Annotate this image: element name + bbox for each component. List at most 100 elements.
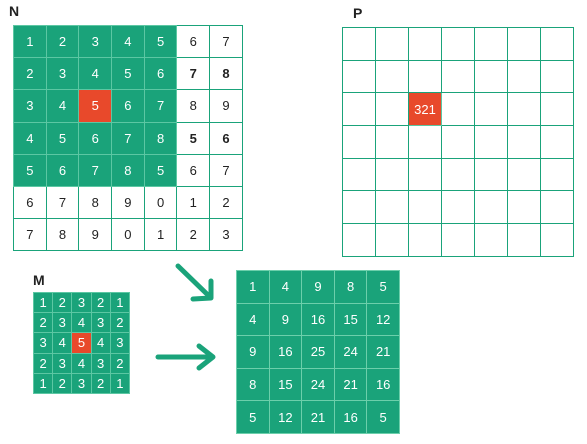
grid-result-cell: 5 xyxy=(236,400,270,434)
grid-result-cell: 21 xyxy=(366,335,400,369)
grid-n-cell: 1 xyxy=(176,185,211,220)
grid-n-cell: 0 xyxy=(143,185,178,220)
grid-p-cell xyxy=(507,27,541,61)
grid-p-cell xyxy=(375,59,409,94)
grid-n-cell: 0 xyxy=(111,218,145,252)
grid-n-cell: 5 xyxy=(111,57,145,91)
grid-n-cell: 6 xyxy=(176,153,211,187)
grid-p-cell xyxy=(540,157,574,192)
grid-n-cell: 4 xyxy=(111,24,145,59)
grid-n-cell: 3 xyxy=(209,218,243,252)
grid-n-cell: 7 xyxy=(143,89,178,123)
grid-m-cell: 1 xyxy=(32,372,54,394)
grid-m-cell: 2 xyxy=(109,352,130,374)
grid-n-cell: 8 xyxy=(45,218,80,252)
label-p: P xyxy=(353,5,363,21)
grid-n-cell: 5 xyxy=(13,153,47,187)
grid-p-cell xyxy=(408,27,442,61)
grid-n-cell: 5 xyxy=(45,121,80,155)
grid-n-cell: 8 xyxy=(209,57,243,91)
grid-n-cell: 5 xyxy=(78,89,113,123)
grid-p-row xyxy=(342,223,574,257)
grid-result-cell: 1 xyxy=(236,270,270,304)
grid-p-cell xyxy=(507,92,541,127)
grid-result-cell: 16 xyxy=(333,400,368,434)
grid-m-cell: 1 xyxy=(109,372,130,394)
grid-p-cell xyxy=(375,125,409,159)
grid-m-cell: 3 xyxy=(90,312,111,334)
grid-n-cell: 1 xyxy=(13,24,47,59)
grid-p-row: 321 xyxy=(342,92,574,127)
grid-result-cell: 5 xyxy=(366,270,400,304)
grid-n-cell: 9 xyxy=(78,218,113,252)
grid-result-cell: 9 xyxy=(268,302,303,337)
grid-n-cell: 4 xyxy=(78,57,113,91)
grid-p-cell xyxy=(507,59,541,94)
label-m: M xyxy=(33,272,45,288)
grid-result-cell: 16 xyxy=(366,367,400,402)
grid-p-cell xyxy=(375,92,409,127)
grid-result-cell: 24 xyxy=(333,335,368,369)
grid-p-cell xyxy=(408,157,442,192)
grid-m-cell: 2 xyxy=(90,372,111,394)
grid-n-cell: 7 xyxy=(78,153,113,187)
grid-m-cell: 3 xyxy=(52,352,73,374)
grid-n-cell: 7 xyxy=(13,218,47,252)
grid-result-cell: 24 xyxy=(301,367,335,402)
grid-m-cell: 2 xyxy=(90,291,111,314)
grid-m-cell: 3 xyxy=(90,352,111,374)
grid-p-cell xyxy=(408,125,442,159)
grid-n-cell: 4 xyxy=(45,89,80,123)
grid-p-cell xyxy=(540,190,574,225)
grid-result-cell: 4 xyxy=(236,302,270,337)
grid-n-cell: 2 xyxy=(176,218,211,252)
grid-p-row xyxy=(342,190,574,225)
grid-p-cell xyxy=(408,59,442,94)
grid-n-cell: 3 xyxy=(78,24,113,59)
grid-m-cell: 2 xyxy=(109,312,130,334)
grid-m-cell: 4 xyxy=(90,332,111,354)
grid-p-highlight-cell: 321 xyxy=(408,92,442,127)
grid-m-cell: 1 xyxy=(32,291,54,314)
grid-p-row xyxy=(342,27,574,61)
grid-n-cell: 6 xyxy=(13,185,47,220)
grid-n-cell: 9 xyxy=(209,89,243,123)
grid-p-cell xyxy=(540,27,574,61)
grid-n-cell: 6 xyxy=(45,153,80,187)
grid-n-cell: 8 xyxy=(176,89,211,123)
grid-n-cell: 6 xyxy=(143,57,178,91)
arrow-n-to-result xyxy=(175,263,214,302)
grid-m-cell: 3 xyxy=(52,312,73,334)
grid-p-cell xyxy=(375,27,409,61)
grid-m-cell: 4 xyxy=(71,352,92,374)
grid-n-cell: 7 xyxy=(209,153,243,187)
grid-n-cell: 8 xyxy=(78,185,113,220)
grid-result-cell: 16 xyxy=(268,335,303,369)
grid-p-cell xyxy=(342,27,376,61)
grid-result-cell: 12 xyxy=(366,302,400,337)
grid-result-cell: 9 xyxy=(236,335,270,369)
grid-result-cell: 8 xyxy=(236,367,270,402)
grid-m-cell: 3 xyxy=(109,332,130,354)
grid-p-row xyxy=(342,59,574,94)
grid-n-cell: 6 xyxy=(209,121,243,155)
grid-result-cell: 15 xyxy=(333,302,368,337)
grid-n-cell: 2 xyxy=(13,57,47,91)
grid-result-cell: 9 xyxy=(301,270,335,304)
grid-n-cell: 6 xyxy=(176,24,211,59)
grid-p-cell xyxy=(540,223,574,257)
grid-m-cell: 2 xyxy=(52,372,73,394)
grid-n-cell: 8 xyxy=(111,153,145,187)
